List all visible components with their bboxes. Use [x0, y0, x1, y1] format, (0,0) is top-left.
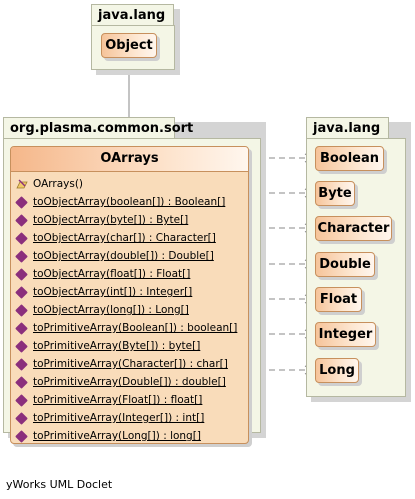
constructor-icon [16, 179, 28, 189]
package-name: java.lang [91, 4, 174, 26]
method-icon [15, 232, 28, 245]
method-item: toObjectArray(long[]) : Long[] [11, 301, 248, 319]
method-label: toObjectArray(boolean[]) : Boolean[] [33, 196, 226, 208]
method-label: toPrimitiveArray(Boolean[]) : boolean[] [33, 322, 238, 334]
method-icon [15, 412, 28, 425]
method-icon [15, 430, 28, 443]
constructor-label: OArrays() [33, 178, 84, 190]
method-icon [15, 322, 28, 335]
footer-credit: yWorks UML Doclet [6, 478, 113, 491]
method-item: toObjectArray(float[]) : Float[] [11, 265, 248, 283]
class-name: OArrays [11, 147, 248, 172]
class-long: Long [315, 358, 359, 383]
method-icon [15, 196, 28, 209]
method-label: toPrimitiveArray(Float[]) : float[] [33, 394, 203, 406]
method-item: toObjectArray(char[]) : Character[] [11, 229, 248, 247]
method-label: toObjectArray(byte[]) : Byte[] [33, 214, 189, 226]
method-label: toObjectArray(char[]) : Character[] [33, 232, 216, 244]
method-label: toObjectArray(int[]) : Integer[] [33, 286, 193, 298]
method-item: toObjectArray(byte[]) : Byte[] [11, 211, 248, 229]
method-item: toPrimitiveArray(Boolean[]) : boolean[] [11, 319, 248, 337]
class-boolean: Boolean [315, 146, 384, 171]
method-label: toObjectArray(float[]) : Float[] [33, 268, 191, 280]
method-label: toObjectArray(double[]) : Double[] [33, 250, 214, 262]
method-icon [15, 394, 28, 407]
package-name: java.lang [306, 117, 389, 139]
method-icon [15, 358, 28, 371]
class-float: Float [315, 287, 362, 312]
method-item: toPrimitiveArray(Long[]) : long[] [11, 427, 248, 445]
method-icon [15, 286, 28, 299]
method-label: toPrimitiveArray(Integer[]) : int[] [33, 412, 205, 424]
method-item: toPrimitiveArray(Double[]) : double[] [11, 373, 248, 391]
method-label: toPrimitiveArray(Long[]) : long[] [33, 430, 201, 442]
constructor-item: OArrays() [11, 175, 248, 193]
method-icon [15, 340, 28, 353]
class-oarrays: OArrays OArrays() toObjectArray(boolean[… [10, 146, 249, 444]
method-icon [15, 376, 28, 389]
method-item: toPrimitiveArray(Character[]) : char[] [11, 355, 248, 373]
class-integer: Integer [315, 322, 376, 347]
method-icon [15, 268, 28, 281]
method-label: toPrimitiveArray(Byte[]) : byte[] [33, 340, 201, 352]
package-name: org.plasma.common.sort [3, 117, 193, 139]
class-character: Character [315, 216, 392, 241]
method-item: toPrimitiveArray(Integer[]) : int[] [11, 409, 248, 427]
class-object: Object [101, 33, 157, 58]
method-icon [15, 250, 28, 263]
method-icon [15, 304, 28, 317]
method-item: toObjectArray(int[]) : Integer[] [11, 283, 248, 301]
class-double: Double [315, 252, 375, 277]
method-label: toPrimitiveArray(Character[]) : char[] [33, 358, 228, 370]
method-item: toObjectArray(double[]) : Double[] [11, 247, 248, 265]
class-byte: Byte [315, 181, 355, 206]
method-icon [15, 214, 28, 227]
method-label: toObjectArray(long[]) : Long[] [33, 304, 189, 316]
method-label: toPrimitiveArray(Double[]) : double[] [33, 376, 226, 388]
method-item: toPrimitiveArray(Byte[]) : byte[] [11, 337, 248, 355]
method-item: toObjectArray(boolean[]) : Boolean[] [11, 193, 248, 211]
method-item: toPrimitiveArray(Float[]) : float[] [11, 391, 248, 409]
